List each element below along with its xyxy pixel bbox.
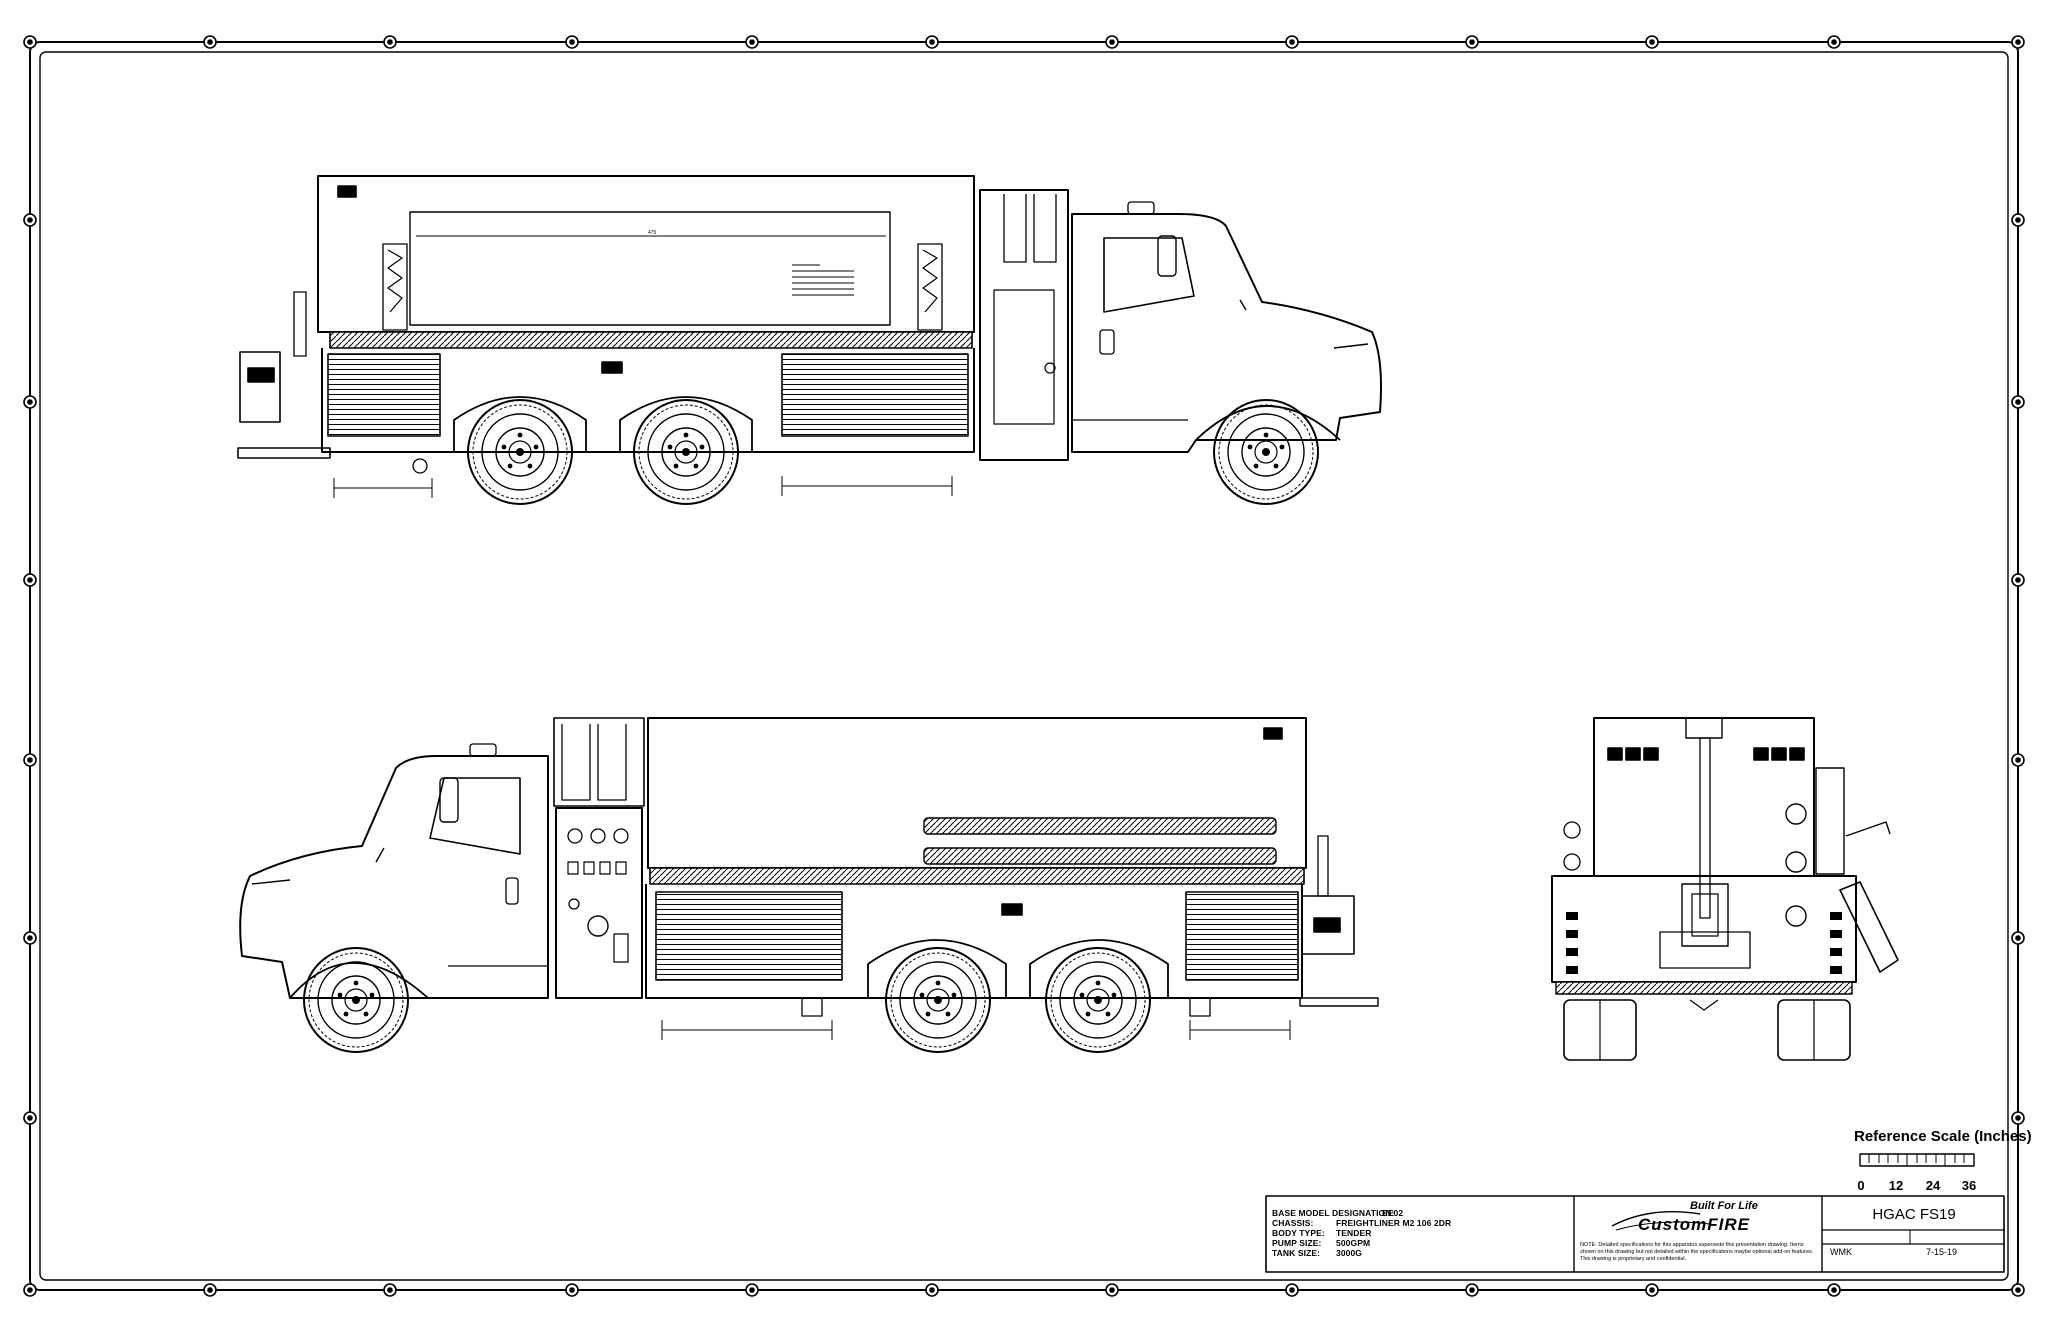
drawing-date: 7-15-19 xyxy=(1926,1247,1958,1257)
scale-tick-36: 36 xyxy=(1961,1178,1977,1193)
reference-scale-bar xyxy=(1859,1153,1975,1167)
scale-tick-24: 24 xyxy=(1925,1178,1941,1193)
spec-body-type: BODY TYPE:TENDER xyxy=(1272,1228,1372,1238)
scale-tick-0: 0 xyxy=(1857,1178,1865,1193)
tender-rear-view xyxy=(1551,717,1899,1061)
scale-tick-12: 12 xyxy=(1888,1178,1904,1193)
spec-chassis: CHASSIS:FREIGHTLINER M2 106 2DR xyxy=(1272,1218,1452,1228)
cab-outline-driver xyxy=(239,755,549,999)
tank-length-dimension: 475 xyxy=(648,230,657,236)
pump-panel xyxy=(555,807,643,999)
drawing-note: NOTE: Detailed specifications for this a… xyxy=(1580,1242,1814,1262)
reference-scale-title: Reference Scale (Inches) xyxy=(1854,1128,2032,1145)
brand-logo: CustomFIRE xyxy=(1638,1215,1750,1234)
spec-pump-size: PUMP SIZE:500GPM xyxy=(1272,1238,1371,1248)
drawn-by: WMK xyxy=(1830,1247,1852,1257)
tender-driver-side-view xyxy=(239,717,1379,1053)
tank-body-driver xyxy=(647,717,1307,869)
spec-tank-size: TANK SIZE:3000G xyxy=(1272,1248,1363,1258)
tank-body xyxy=(317,175,975,333)
tender-passenger-side-view: 475 xyxy=(237,175,1382,505)
spec-base-model: BASE MODEL DESIGNATION:EE02 xyxy=(1272,1208,1404,1218)
brand-tagline: Built For Life xyxy=(1690,1200,1758,1212)
drawing-number: HGAC FS19 xyxy=(1872,1206,1956,1223)
grommets xyxy=(23,35,2025,1297)
cab-outline xyxy=(1071,213,1382,453)
sheet-border xyxy=(29,41,2019,1291)
title-block xyxy=(1265,1195,2005,1273)
